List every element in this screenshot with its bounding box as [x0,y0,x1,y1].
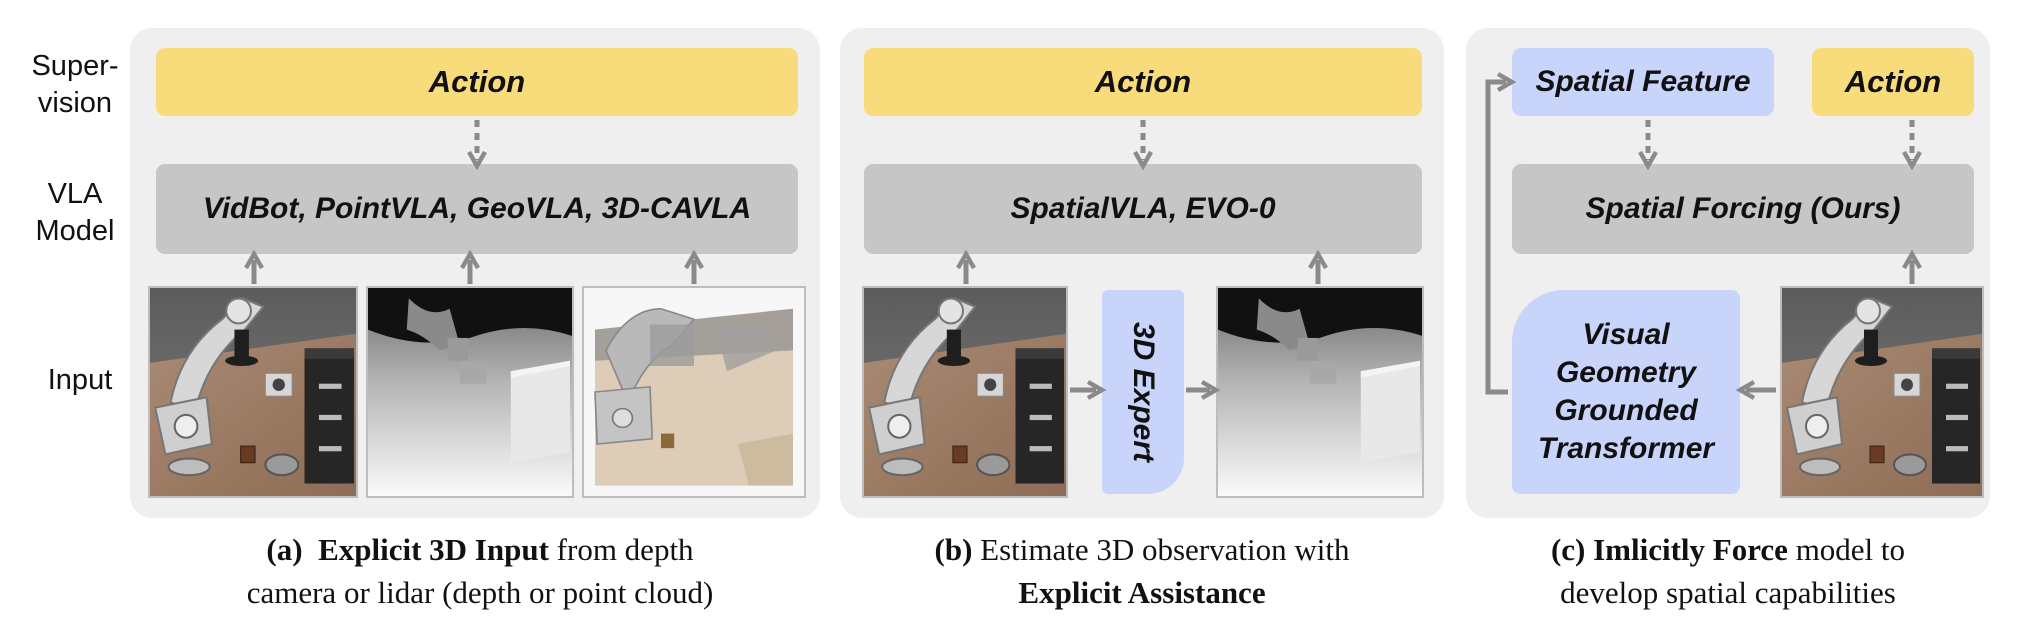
caption-c-rest: model to [1787,532,1906,567]
caption-b-prefix: (b) [934,532,973,567]
row-label-supervision-line1: Super- [31,50,119,82]
panel-b-3d-expert-label: 3D Expert [1127,321,1160,463]
panel-b-depth-image [1216,286,1424,498]
panel-a-model-box: VidBot, PointVLA, GeoVLA, 3D-CAVLA [156,164,798,254]
caption-a-line2: camera or lidar (depth or point cloud) [246,575,714,610]
caption-a-rest: from depth [548,532,694,567]
caption-c-bold: Imlicitly Force [1593,532,1788,567]
panel-a-action-box: Action [156,48,798,116]
panel-c-action-box: Action [1812,48,1974,116]
caption-b-bold: Explicit Assistance [1018,575,1266,610]
caption-c: (c) Imlicitly Force model to develop spa… [1470,528,1986,614]
panel-a-point-cloud-image [582,286,806,498]
caption-a-prefix: (a) [266,532,303,567]
panel-b-rgb-image [862,286,1068,498]
row-label-supervision-line2: vision [37,87,113,119]
caption-a: (a) Explicit 3D Input from depth camera … [150,528,810,614]
row-label-vla-line1: VLA [47,178,103,210]
panel-b-3d-expert-box: 3D Expert [1102,290,1184,494]
row-label-supervision: Super- vision [0,48,150,122]
row-label-input: Input [47,364,113,396]
caption-b: (b) Estimate 3D observation with Explici… [850,528,1434,614]
row-label-vla-line2: Model [35,215,115,247]
panel-c-rgb-image [1780,286,1984,498]
caption-c-line2: develop spatial capabilities [1560,575,1896,610]
panel-c-model-box: Spatial Forcing (Ours) [1512,164,1974,254]
caption-c-prefix: (c) [1550,532,1586,567]
caption-a-bold: Explicit 3D Input [318,532,549,567]
panel-c-vggt-line3: Grounded [1554,394,1698,427]
panel-b-model-box: SpatialVLA, EVO-0 [864,164,1422,254]
caption-b-rest: Estimate 3D observation with [972,532,1350,567]
panel-a-depth-image [366,286,574,498]
panel-c-vggt-line2: Geometry [1555,356,1697,389]
panel-a-rgb-image [148,286,358,498]
panel-c-vggt-box: Visual Geometry Grounded Transformer [1512,290,1740,494]
panel-b-action-box: Action [864,48,1422,116]
panel-c-spatial-feature-box: Spatial Feature [1512,48,1774,116]
panel-c-vggt-line1: Visual [1582,318,1670,351]
panel-c-vggt-line4: Transformer [1537,432,1715,465]
row-label-vla-model: VLA Model [0,176,150,250]
